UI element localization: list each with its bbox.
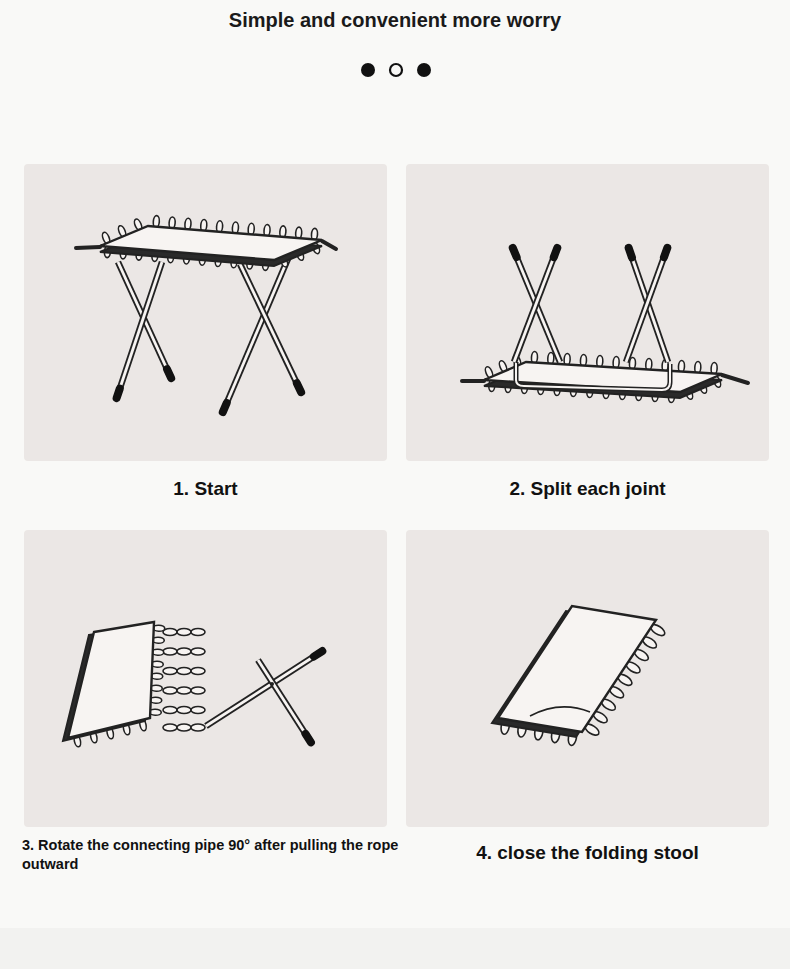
step-panel: 4. close the folding stool bbox=[406, 530, 769, 864]
rope-tab bbox=[76, 247, 100, 248]
rope-loop bbox=[163, 724, 177, 731]
bottom-band bbox=[0, 928, 790, 969]
step-caption: 4. close the folding stool bbox=[406, 841, 769, 864]
leg-tube bbox=[222, 254, 290, 414]
rope-loop bbox=[163, 668, 177, 675]
closed-stool bbox=[492, 606, 667, 746]
rope-loop bbox=[163, 707, 177, 714]
leg-tube-core bbox=[512, 246, 560, 362]
rope-tab bbox=[722, 375, 748, 383]
foot-cap bbox=[223, 403, 227, 412]
foot-cap bbox=[554, 248, 558, 257]
foot-cap bbox=[513, 248, 517, 257]
step-caption: 1. Start bbox=[24, 477, 387, 500]
foot-cap bbox=[306, 734, 311, 742]
leg-tube bbox=[512, 246, 560, 362]
step-panel: 1. Start bbox=[24, 164, 387, 500]
pivot-dot bbox=[270, 682, 274, 686]
leg-tube bbox=[626, 246, 668, 362]
leg-tube bbox=[206, 650, 324, 726]
rope-loop bbox=[191, 668, 205, 675]
open-stool bbox=[76, 215, 336, 414]
foot-cap bbox=[629, 248, 632, 257]
rope-loop bbox=[191, 707, 205, 714]
rope-loop bbox=[177, 724, 191, 731]
panel-ground bbox=[24, 164, 387, 461]
frame-bar-core bbox=[516, 362, 670, 390]
step-caption: 2. Split each joint bbox=[406, 477, 769, 500]
seat-fabric bbox=[498, 606, 656, 732]
split-stool bbox=[462, 246, 748, 403]
rope-loop bbox=[191, 648, 205, 655]
frame-bar bbox=[516, 362, 670, 390]
leg-tube bbox=[258, 660, 312, 744]
leg-tube-core bbox=[514, 246, 558, 362]
seat-fabric bbox=[484, 362, 722, 392]
rope-loop bbox=[177, 629, 191, 636]
rope-loop bbox=[177, 687, 191, 694]
seat-fabric bbox=[100, 226, 322, 260]
leg-tube bbox=[514, 246, 558, 362]
panel-ground bbox=[24, 530, 387, 827]
leg-tube-core bbox=[240, 264, 302, 394]
folding-stool bbox=[63, 622, 324, 747]
leg-tube-core bbox=[222, 254, 290, 414]
title: Simple and convenient more worry bbox=[0, 0, 790, 32]
inner-fold bbox=[530, 707, 590, 716]
rope-loop bbox=[177, 707, 191, 714]
leg-tube bbox=[240, 264, 302, 394]
leg-tube-core bbox=[626, 246, 668, 362]
rope-loop bbox=[191, 724, 205, 731]
leg-tube bbox=[116, 262, 162, 400]
panel-ground bbox=[406, 164, 769, 461]
foot-cap bbox=[314, 651, 322, 656]
foot-cap bbox=[297, 383, 301, 392]
leg-tube-core bbox=[258, 660, 312, 744]
rope-loop bbox=[191, 687, 205, 694]
rope-loop bbox=[191, 629, 205, 636]
rope-loop bbox=[177, 648, 191, 655]
step-panel: 3. Rotate the connecting pipe 90° after … bbox=[24, 530, 387, 874]
step-panel: 2. Split each joint bbox=[406, 164, 769, 500]
foot-cap bbox=[167, 369, 171, 378]
foot-cap bbox=[664, 248, 667, 257]
leg-tube-core bbox=[116, 262, 162, 400]
foot-cap bbox=[117, 389, 120, 398]
page-dot bbox=[417, 63, 431, 77]
rope-tab bbox=[322, 241, 336, 249]
page-dot bbox=[361, 63, 375, 77]
leg-tube-core bbox=[206, 650, 324, 726]
rope-loop bbox=[177, 668, 191, 675]
rope-tab bbox=[462, 379, 484, 383]
rope-loop bbox=[163, 648, 177, 655]
page-dot bbox=[390, 64, 402, 76]
seat-fabric bbox=[68, 622, 154, 738]
step-caption: 3. Rotate the connecting pipe 90° after … bbox=[22, 836, 436, 874]
rope-loop bbox=[163, 687, 177, 694]
panel-ground bbox=[406, 530, 769, 827]
